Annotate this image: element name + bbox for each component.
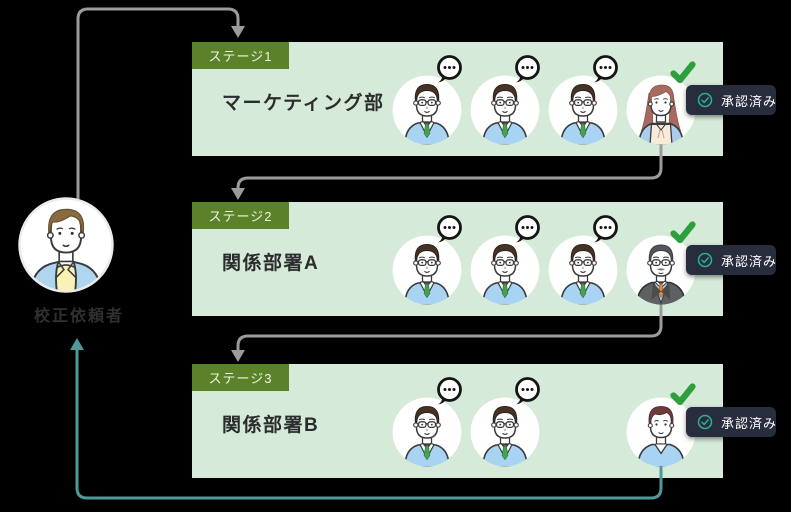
stage-tag: ステージ3 [192,364,289,391]
arrowhead-stage3 [231,350,245,362]
arrow-requester-to-stage1 [76,7,240,199]
department-name: 関係部署A [222,253,320,274]
stage-tag: ステージ2 [192,202,289,229]
arrowhead-stage1 [231,26,245,38]
stage-tag: ステージ1 [192,42,289,69]
arrow-stage1-to-stage2 [236,140,663,189]
arrowhead-stage2 [231,188,245,200]
arrowhead-requester [70,338,84,350]
department-name: 関係部署B [222,415,320,436]
department-name: マーケティング部 [222,93,385,114]
arrow-stage2-to-stage3 [236,300,663,351]
arrow-stage3-to-requester [75,350,663,500]
